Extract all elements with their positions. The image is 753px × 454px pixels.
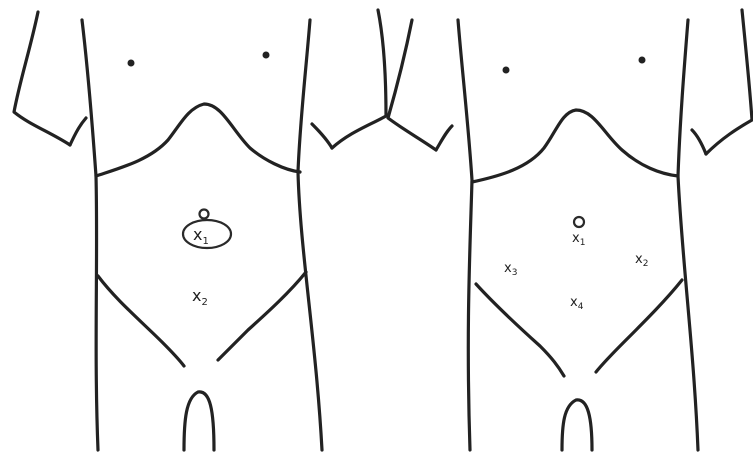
left-figure-nipple-left: [128, 60, 135, 67]
left-figure-right-arm-inner: [312, 124, 332, 148]
left-figure-marker-x1: x1: [193, 225, 209, 247]
right-figure-inguinal-right: [596, 280, 682, 372]
left-figure-left-flank: [82, 20, 98, 450]
right-figure-marker-x1: x1: [572, 231, 585, 248]
right-figure-marker-x3: x3: [504, 261, 517, 278]
right-figure-left-arm: [388, 20, 436, 150]
right-figure-left-arm-inner: [436, 126, 452, 150]
left-figure-costal-margin: [96, 104, 300, 176]
left-figure-inguinal-left: [98, 276, 184, 366]
left-figure-inguinal-right: [218, 272, 306, 360]
left-figure-left-arm: [14, 12, 70, 145]
left-figure-right-arm: [332, 10, 386, 148]
right-figure-umbilicus: [574, 217, 584, 227]
right-figure-nipple-left: [503, 67, 510, 74]
left-figure-umbilicus: [200, 210, 209, 219]
left-figure-marker-x2: x2: [192, 286, 208, 308]
right-figure-right-arm-inner: [692, 130, 706, 154]
right-figure-costal-margin: [472, 110, 678, 182]
right-figure-nipple-right: [639, 57, 646, 64]
left-figure-left-arm-inner: [70, 118, 86, 145]
left-figure-nipple-right: [263, 52, 270, 59]
left-figure-crotch: [184, 392, 214, 450]
right-figure-right-flank: [678, 20, 698, 450]
right-figure-marker-x2: x2: [635, 252, 648, 269]
right-torso-figure: x1 x2 x3 x4: [388, 10, 752, 450]
right-figure-inguinal-left: [476, 284, 564, 376]
left-torso-figure: x1 x2: [14, 10, 386, 450]
right-figure-marker-x4: x4: [570, 295, 584, 312]
left-figure-right-flank: [298, 20, 322, 450]
right-figure-left-flank: [458, 20, 472, 450]
right-figure-crotch: [562, 400, 592, 450]
right-figure-right-arm: [706, 10, 752, 154]
